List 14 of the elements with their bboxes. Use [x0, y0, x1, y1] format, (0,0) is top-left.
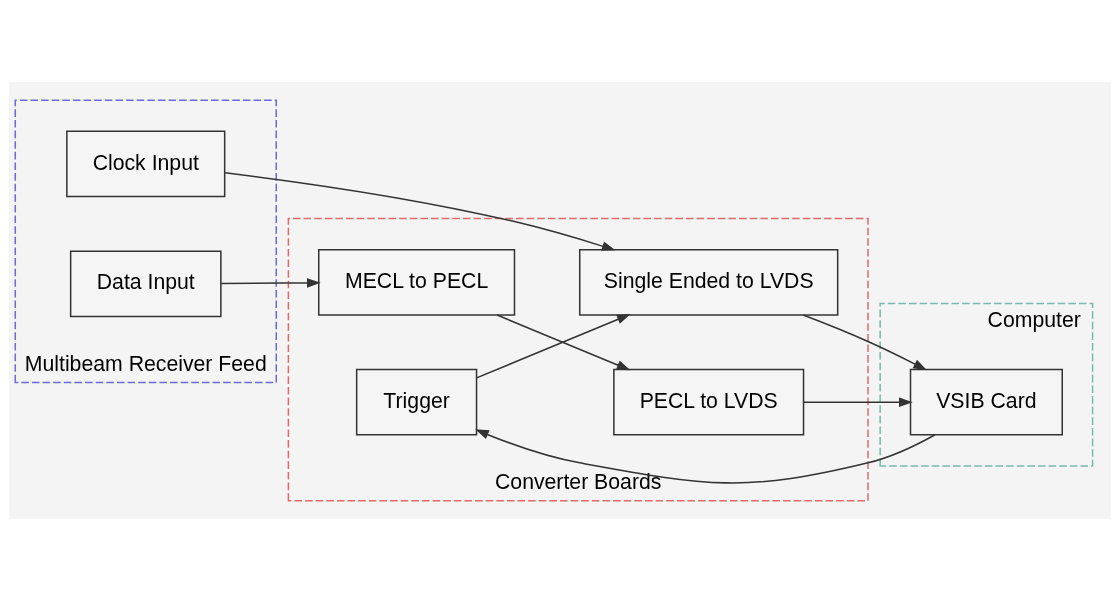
node-box: PECL to LVDS	[613, 368, 805, 436]
arrow	[224, 171, 616, 251]
node-box: Trigger	[355, 368, 478, 436]
arrow	[475, 428, 936, 484]
arrow	[496, 313, 631, 370]
node-box: Data Input	[69, 249, 222, 317]
node-box: Clock Input	[66, 130, 226, 197]
arrow	[220, 277, 321, 288]
arrow	[802, 313, 927, 370]
node-box: Single Ended to LVDS	[578, 248, 839, 316]
arrow	[475, 313, 631, 379]
arrow	[802, 396, 913, 407]
node-box: VSIB Card	[909, 368, 1063, 436]
node-box: MECL to PECL	[318, 248, 516, 316]
